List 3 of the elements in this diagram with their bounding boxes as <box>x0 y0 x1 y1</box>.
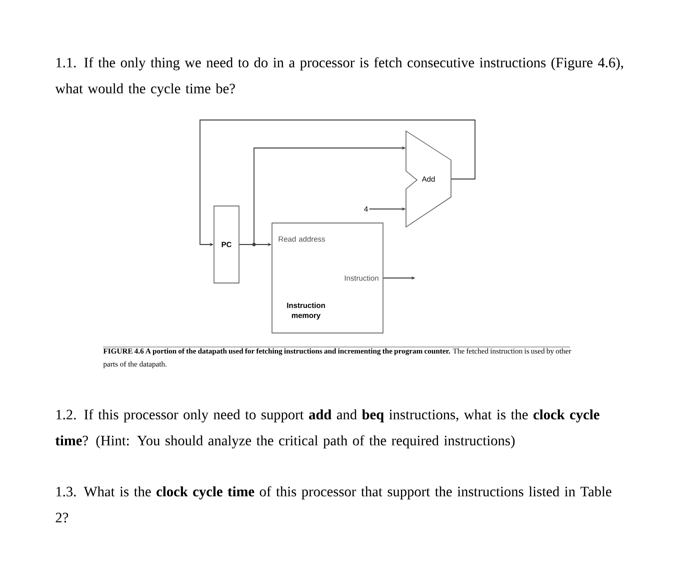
question-text: 1.2. If this processor only need to support add and beq instructions, what is the clock cycle time? (Hint: You should analyze the critical path of the required instructions) <box>55 409 600 448</box>
question-text: 1.3. What is the clock cycle time of this processor that support the instructions listed in Table 2? <box>56 486 612 522</box>
question-text: 1.1. If the only thing we need to do in a processor is fetch consecutive instructions (Figure 4.6), what would the cycle time be? <box>55 57 624 96</box>
